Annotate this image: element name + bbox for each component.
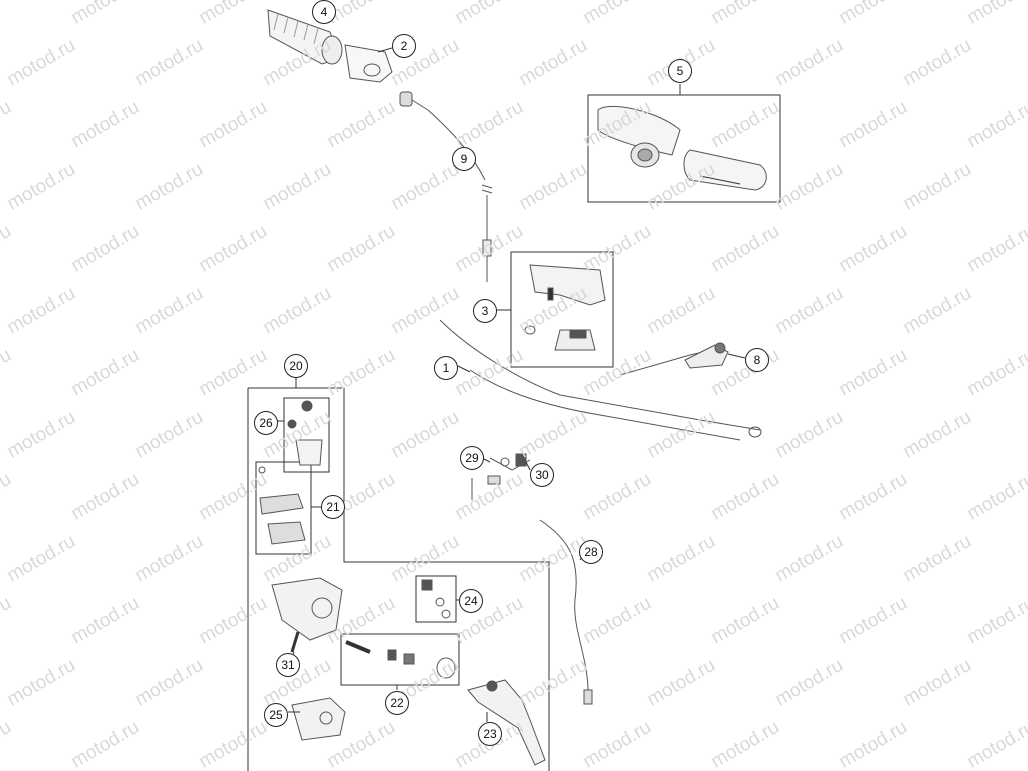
reservoir-cap-parts (287, 400, 323, 466)
callout-20: 20 (284, 354, 308, 378)
group-frame-22 (340, 633, 460, 686)
callout-25: 25 (264, 703, 288, 727)
bleeder-parts (421, 579, 451, 619)
callout-28: 28 (579, 540, 603, 564)
master-cylinder-part (291, 697, 346, 741)
kill-switch-part (684, 342, 729, 369)
handlebar-clamp-part (524, 264, 606, 351)
group-frame-26 (283, 397, 330, 473)
throttle-cable-part (427, 109, 493, 282)
callout-26: 26 (254, 411, 278, 435)
lever-bolt-parts (471, 453, 531, 500)
group-frame-5 (587, 94, 781, 203)
master-cylinder-piston-parts (345, 640, 456, 679)
brake-caliper-part (271, 577, 343, 653)
callout-2: 2 (392, 34, 416, 58)
callout-9: 9 (452, 147, 476, 171)
callout-5: 5 (668, 59, 692, 83)
callout-3: 3 (473, 299, 497, 323)
callout-24: 24 (459, 589, 483, 613)
group-frame-20 (247, 387, 550, 771)
brake-pad-parts (258, 466, 306, 545)
throttle-housing-part (344, 44, 429, 111)
group-frame-21 (255, 461, 312, 555)
callout-23: 23 (478, 722, 502, 746)
callout-29: 29 (460, 446, 484, 470)
callout-31: 31 (276, 653, 300, 677)
callout-4: 4 (312, 0, 336, 24)
callout-22: 22 (385, 691, 409, 715)
brake-hose-part (539, 519, 593, 705)
grip-set-part (597, 106, 767, 191)
callout-8: 8 (745, 348, 769, 372)
throttle-grip-part (267, 9, 343, 65)
callout-30: 30 (530, 463, 554, 487)
brake-lever-part (467, 679, 546, 766)
handlebar-part (439, 319, 762, 441)
callout-21: 21 (321, 495, 345, 519)
callout-1: 1 (434, 356, 458, 380)
group-frame-24 (415, 575, 457, 623)
